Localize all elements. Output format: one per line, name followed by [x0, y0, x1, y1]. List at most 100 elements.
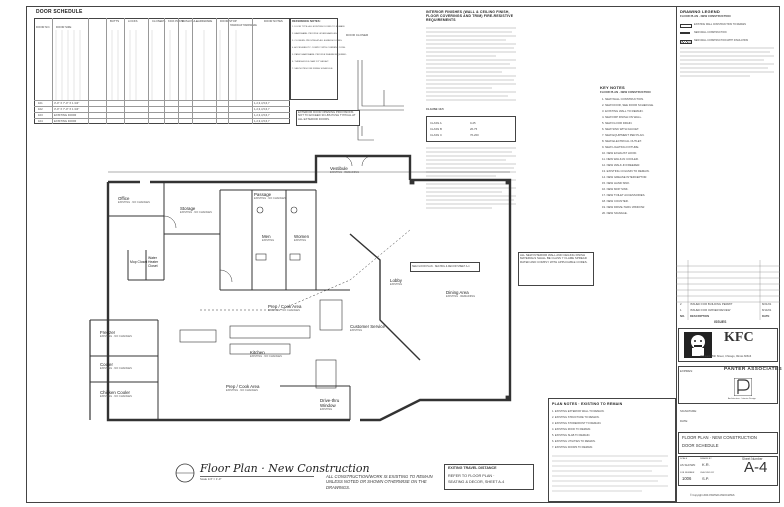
- room-sub: EXISTING · NO CHANGES: [180, 211, 212, 214]
- seating-callout: [410, 262, 480, 272]
- room-name: Kitchen: [250, 350, 265, 355]
- exit-distance-title: EXITING TRAVEL DISTANCE: [448, 466, 497, 470]
- legend-subtitle: FLOOR PLAN · NEW CONSTRUCTION: [680, 14, 731, 18]
- room-name: Women: [294, 234, 310, 239]
- keynote: 11. NEW WALK-IN COOLER.: [602, 157, 639, 161]
- legend-notes-text: [680, 47, 774, 77]
- finish-notes-title: INTERIOR FINISHES (WALL & CEILING FINISH…: [426, 10, 514, 22]
- legend-swatch-existing: [680, 24, 692, 28]
- sheet-number-label: Sheet Number: [742, 457, 763, 461]
- sheet-title-box: [678, 432, 778, 454]
- col-no: NO.: [680, 314, 685, 318]
- room-name: Prep / Cook Area: [268, 304, 302, 309]
- architect-name: PANTER ASSOCIATES: [724, 367, 783, 372]
- col-line: [164, 18, 165, 124]
- general-note: ALL CONSTRUCTION/WORK IS EXISTING TO REM…: [326, 474, 433, 490]
- class-value: 0-25: [470, 121, 476, 125]
- date-label: DATE:: [680, 419, 689, 423]
- row-line: [34, 118, 290, 119]
- row-door-no: 104: [38, 118, 43, 123]
- job-label: JOB NUMBER: [680, 472, 695, 474]
- keynote: 16. NEW MOP SINK.: [602, 187, 629, 191]
- keynote: 20. NEW SIGNAGE.: [602, 211, 628, 215]
- checked-value: S.P.: [702, 476, 710, 481]
- drawn-label: DRAWN BY: [700, 458, 712, 460]
- room-name: Storage: [180, 206, 196, 211]
- col-line: [192, 18, 193, 124]
- col-line: [178, 18, 179, 124]
- keynote: 18. NEW COUNTER.: [602, 199, 629, 203]
- plan-title-underline: [200, 476, 314, 477]
- room-name: Lobby: [390, 278, 402, 283]
- room-label-water-heater: Water Heater Closet: [148, 256, 168, 268]
- row-ref: 1,2,3,4,5,6,7: [254, 112, 270, 117]
- checked-label: CHECKED BY: [700, 472, 715, 474]
- room-sub: EXISTING · NO CHANGES: [100, 367, 132, 370]
- keynote: 10. NEW EXHAUST HOOD.: [602, 151, 638, 155]
- room-name: Office: [118, 196, 130, 201]
- room-name: Chicken Cooler: [100, 390, 131, 395]
- plan-note: 3. EXISTING STOREFRONT TO REMAIN.: [552, 422, 602, 425]
- keynote: 15. NEW HAND SINK.: [602, 181, 630, 185]
- room-name: Prep / Cook Area: [226, 384, 260, 389]
- room-sub: EXISTING · REMAINING: [446, 295, 476, 298]
- col-door-size: DOOR SIZE: [56, 25, 72, 29]
- scale-label: SCALE: [680, 458, 688, 460]
- row-door-no: 101: [38, 100, 43, 105]
- finish-class-table: [426, 116, 516, 142]
- legend-item: NEW WALL CONSTRUCTION: [694, 31, 727, 34]
- keynote: 12. NEW WALK-IN FREEZER.: [602, 163, 641, 167]
- row-line: [34, 100, 290, 101]
- keynote: 19. NEW DRIVE-THRU WINDOW.: [602, 205, 645, 209]
- col-door-notes: DOOR NOTES: [264, 19, 283, 23]
- client-name: KFC: [724, 330, 754, 345]
- legend-title: DRAWING LEGEND: [680, 9, 720, 14]
- reference-note: 4. ACCESSIBILITY: COMPLY WITH CURRENT CO…: [292, 47, 346, 49]
- room-sub: EXISTING · NO CHANGES: [254, 197, 286, 200]
- room-name: Cooler: [100, 362, 113, 367]
- row-door-size: 3'-0" X 7'-0" X 1 3/4": [54, 106, 80, 111]
- row-door-size: EXISTING DOOR: [54, 118, 77, 123]
- reference-notes-box: [290, 18, 338, 100]
- reference-note: 7. SEE NOTES FOR FINISH SCHEDULE.: [292, 68, 334, 70]
- drawn-value: K.R.: [702, 462, 710, 467]
- row-line: [34, 112, 290, 113]
- col-line: [148, 18, 149, 124]
- class-item: CLASS C: [430, 133, 442, 137]
- schedule-header-texture: [55, 30, 237, 100]
- keynote: 9. NEW LIGHTING FIXTURE.: [602, 145, 640, 149]
- room-label-mop: Mop Closet: [130, 260, 147, 264]
- room-name: Dining Area: [446, 290, 469, 295]
- egress-note: ALL NEW INTERIOR WALL AND CEILING FINISH…: [520, 253, 588, 264]
- exit-distance-line1: REFER TO FLOOR PLAN ·: [448, 474, 495, 478]
- keynote: 13. EXISTING COLUMN TO REMAIN.: [602, 169, 650, 173]
- room-name: Vestibule: [330, 166, 348, 171]
- class-value: 26-75: [470, 127, 478, 131]
- signature-label: SIGNATURE:: [680, 409, 697, 413]
- col-locks: LOCKS: [128, 19, 138, 23]
- reference-notes-title: REFERENCE NOTES:: [292, 19, 321, 23]
- col-line: [88, 18, 89, 124]
- architect-box: [678, 366, 778, 404]
- keynotes-title: KEY NOTES: [600, 85, 625, 90]
- room-name: Passage: [254, 192, 272, 197]
- col-desc: DESCRIPTION: [690, 314, 710, 318]
- issues-header: ISSUES: [714, 320, 727, 324]
- plan-notes-box: [548, 398, 676, 502]
- room-sub: EXISTING · REMAINING: [330, 171, 360, 174]
- room-name: Water Heater Closet: [148, 256, 159, 268]
- scale-value: AS SHOWN: [680, 463, 696, 467]
- row-door-no: 102: [38, 106, 43, 111]
- room-sub: EXISTING · NO CHANGES: [100, 395, 132, 398]
- plan-notes-title: PLAN NOTES · EXISTING TO REMAIN: [552, 402, 623, 406]
